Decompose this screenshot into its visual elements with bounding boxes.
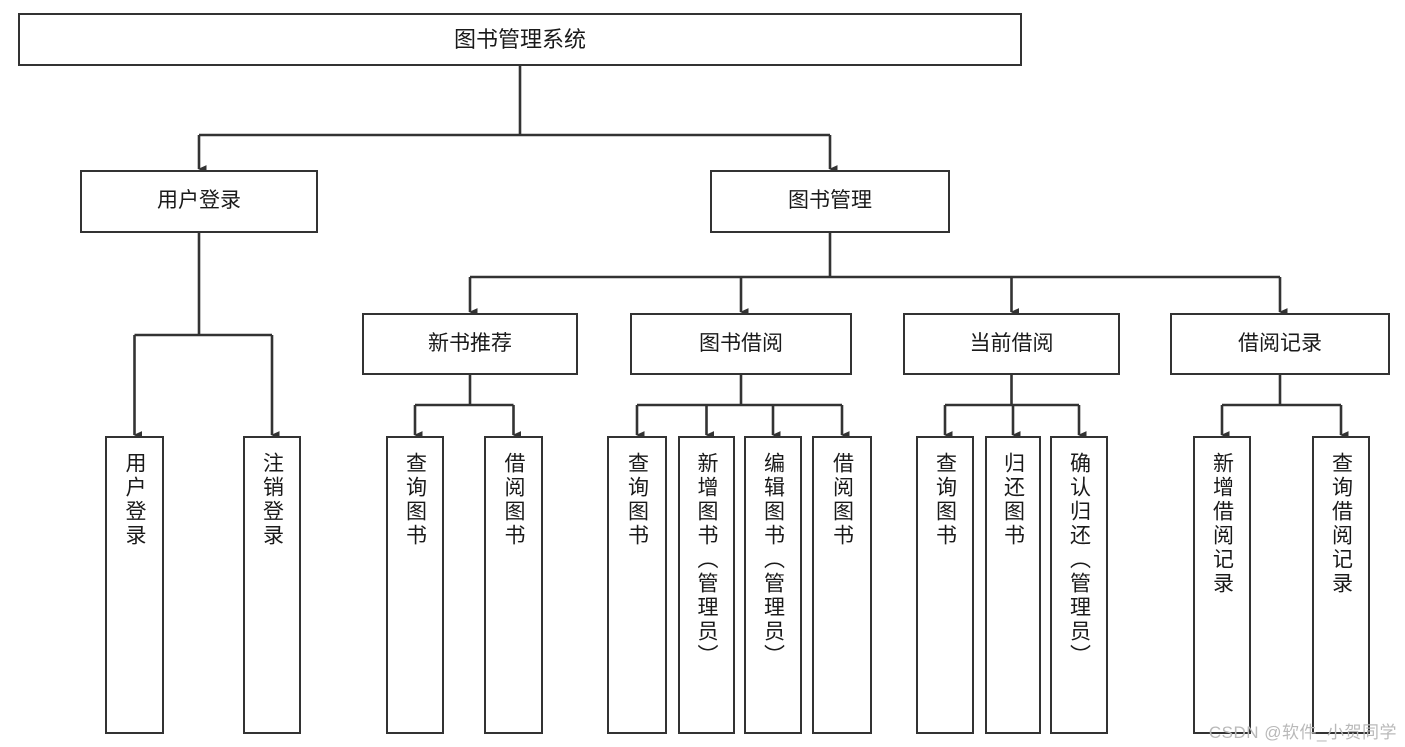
node-label: 当前借阅: [969, 331, 1054, 355]
node-book-borrow: 图书借阅: [630, 313, 852, 375]
node-user-login: 用户登录: [80, 170, 318, 233]
node-leaf-cl-query: 查询图书: [916, 436, 974, 734]
node-leaf-bb-query: 查询图书: [607, 436, 667, 734]
node-label: 新增借阅记录: [1210, 452, 1234, 596]
node-label: 查询图书: [403, 452, 427, 548]
node-label: 图书管理系统: [453, 26, 586, 52]
node-label: 图书管理: [788, 189, 872, 213]
node-label: 新增图书（管理员）: [695, 452, 718, 668]
node-leaf-bb-edit: 编辑图书（管理员）: [744, 436, 802, 734]
node-leaf-cl-return: 归还图书: [985, 436, 1041, 734]
node-leaf-bb-add: 新增图书（管理员）: [678, 436, 735, 734]
node-leaf-lr-query: 查询借阅记录: [1312, 436, 1370, 734]
node-leaf-lr-add: 新增借阅记录: [1193, 436, 1251, 734]
node-label: 确认归还（管理员）: [1067, 452, 1091, 668]
node-label: 用户登录: [123, 452, 146, 548]
node-loan-record: 借阅记录: [1170, 313, 1390, 375]
node-new-book-rec: 新书推荐: [362, 313, 578, 375]
node-root: 图书管理系统: [18, 13, 1022, 66]
node-label: 编辑图书（管理员）: [761, 452, 785, 668]
node-leaf-rec-query: 查询图书: [386, 436, 444, 734]
node-label: 借阅记录: [1238, 331, 1322, 355]
node-current-loan: 当前借阅: [903, 313, 1120, 375]
node-leaf-bb-borrow: 借阅图书: [812, 436, 872, 734]
node-label: 注销登录: [260, 452, 284, 548]
node-book-manage: 图书管理: [710, 170, 950, 233]
node-label: 归还图书: [1001, 452, 1025, 548]
node-leaf-user-login: 用户登录: [105, 436, 164, 734]
node-leaf-rec-borrow: 借阅图书: [484, 436, 543, 734]
node-leaf-user-logout: 注销登录: [243, 436, 301, 734]
node-label: 借阅图书: [502, 452, 525, 548]
node-label: 查询图书: [933, 452, 957, 548]
node-label: 查询图书: [625, 452, 649, 548]
node-label: 查询借阅记录: [1329, 452, 1353, 596]
node-label: 用户登录: [157, 189, 241, 213]
node-leaf-cl-confirm: 确认归还（管理员）: [1050, 436, 1108, 734]
node-label: 图书借阅: [699, 331, 783, 355]
node-label: 借阅图书: [830, 452, 854, 548]
node-label: 新书推荐: [428, 331, 512, 355]
